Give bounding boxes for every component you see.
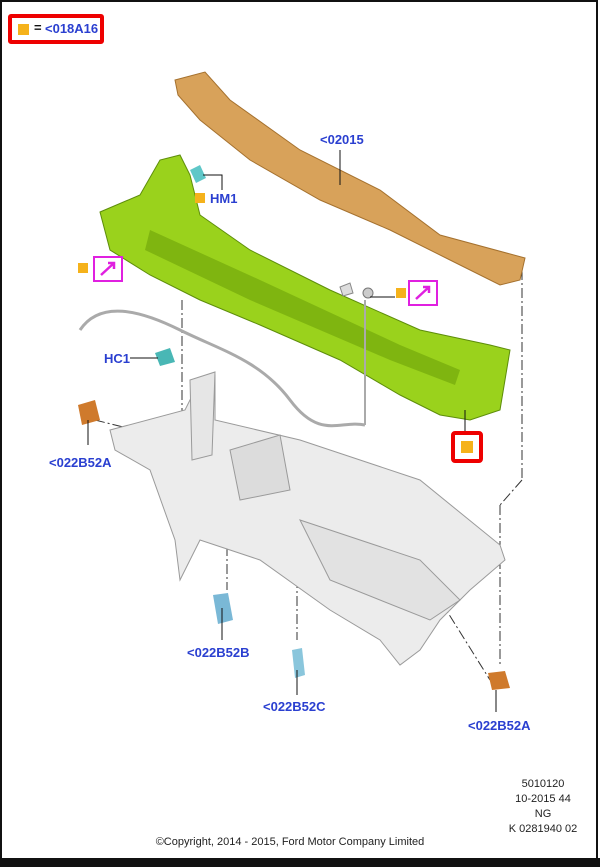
bracket-left bbox=[78, 400, 100, 425]
label-bracket-b[interactable]: <022B52B bbox=[187, 645, 250, 660]
dash-panel-structure bbox=[109, 371, 506, 666]
marker-square-icon bbox=[195, 193, 205, 203]
marker-square-icon bbox=[396, 288, 406, 298]
bracket-right bbox=[488, 671, 510, 690]
footer-line: K 0281940 02 bbox=[508, 823, 578, 835]
label-hm1[interactable]: HM1 bbox=[210, 191, 238, 206]
legend-box: = <018A16 bbox=[8, 14, 104, 44]
highlight-box bbox=[451, 431, 483, 463]
copyright: ©Copyright, 2014 - 2015, Ford Motor Comp… bbox=[155, 836, 425, 848]
connector-hc1 bbox=[155, 348, 175, 366]
label-bracket-c[interactable]: <022B52C bbox=[263, 699, 326, 714]
label-hc1[interactable]: HC1 bbox=[104, 351, 131, 366]
label-bracket-left[interactable]: <022B52A bbox=[49, 455, 112, 470]
marker-square-icon bbox=[78, 263, 88, 273]
footer-line: 5010120 bbox=[521, 778, 565, 790]
marker-square-icon bbox=[18, 24, 29, 35]
label-cowl-top[interactable]: <02015 bbox=[320, 132, 364, 147]
marker-square-icon bbox=[461, 441, 473, 453]
legend-code: <018A16 bbox=[45, 21, 99, 36]
bracket-b bbox=[213, 593, 233, 624]
note-arrow-icon bbox=[408, 280, 438, 306]
footer-codes: 5010120 10-2015 44 NG K 0281940 02 bbox=[498, 777, 588, 837]
legend-equals: = bbox=[34, 20, 42, 35]
washer-hose bbox=[78, 309, 366, 428]
bottom-bar bbox=[0, 858, 600, 867]
footer-line: NG bbox=[534, 808, 552, 820]
cowl-panel-green bbox=[99, 154, 511, 421]
note-arrow-icon bbox=[93, 256, 123, 282]
connector-hm1 bbox=[190, 165, 206, 183]
label-bracket-right[interactable]: <022B52A bbox=[468, 718, 531, 733]
footer-line: 10-2015 44 bbox=[515, 793, 571, 805]
bracket-c bbox=[292, 648, 305, 678]
cowl-top-panel bbox=[174, 71, 526, 286]
